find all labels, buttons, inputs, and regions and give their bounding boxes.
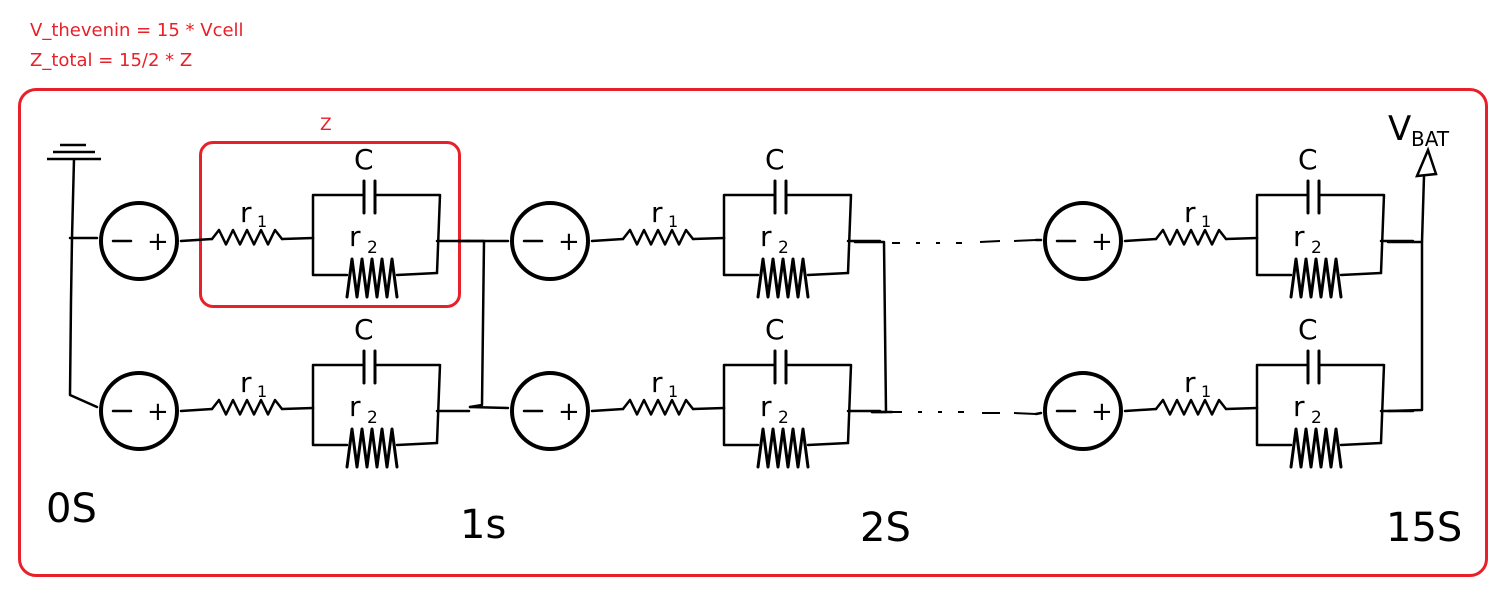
vbat-subscript: BAT <box>1411 127 1450 151</box>
capacitor-label: C <box>354 313 374 346</box>
vbat-output-arrow <box>1415 146 1438 243</box>
r1-subscript: 1 <box>1201 212 1211 231</box>
impedance-z-label: Z <box>320 115 332 135</box>
capacitor-label: C <box>765 313 785 346</box>
voltage-source-col3-bottom: + <box>1043 371 1123 451</box>
voltage-source-col2-top: + <box>510 201 590 281</box>
series-continuation-dots <box>892 239 1037 415</box>
r2-subscript: 2 <box>367 238 378 258</box>
r1-label: r <box>651 366 663 399</box>
wire <box>1034 411 1043 416</box>
stage-label-2s: 2S <box>860 505 911 551</box>
source-plus-sign: + <box>147 227 169 257</box>
r1-subscript: 1 <box>668 212 678 231</box>
r1-label: r <box>240 196 252 229</box>
voltage-source-col1-bottom: + <box>99 371 179 451</box>
wire <box>456 239 486 409</box>
voltage-source-col3-top: + <box>1043 201 1123 281</box>
r1-subscript: 1 <box>1201 382 1211 401</box>
r1-label: r <box>651 196 663 229</box>
r1-label: r <box>240 366 252 399</box>
r1-label: r <box>1184 196 1196 229</box>
capacitor-label: C <box>1298 313 1318 346</box>
r2-subscript: 2 <box>367 408 378 428</box>
wire <box>1386 240 1424 413</box>
source-plus-sign: + <box>558 227 580 257</box>
wire <box>468 405 510 410</box>
voltage-source-col1-top: + <box>99 201 179 281</box>
r2-label: r <box>349 220 361 253</box>
source-plus-sign: + <box>147 397 169 427</box>
z-total-note: Z_total = 15/2 * Z <box>30 50 193 71</box>
r1-subscript: 1 <box>668 382 678 401</box>
stage-label-15s: 15S <box>1386 505 1462 551</box>
r2-label: r <box>1293 220 1305 253</box>
vbat-label: V <box>1388 109 1411 149</box>
capacitor-label: C <box>354 143 374 176</box>
stage-label-1s: 1s <box>460 502 506 548</box>
r1-subscript: 1 <box>257 212 267 231</box>
battery-pack-outline <box>18 88 1488 577</box>
capacitor-label: C <box>765 143 785 176</box>
r2-subscript: 2 <box>1311 408 1322 428</box>
source-plus-sign: + <box>1091 397 1113 427</box>
capacitor-label: C <box>1298 143 1318 176</box>
r2-label: r <box>760 220 772 253</box>
r1-label: r <box>1184 366 1196 399</box>
r2-label: r <box>1293 390 1305 423</box>
r2-subscript: 2 <box>1311 238 1322 258</box>
voltage-source-col2-bottom: + <box>510 371 590 451</box>
r2-label: r <box>349 390 361 423</box>
ground-symbol <box>47 143 101 239</box>
v-thevenin-note: V_thevenin = 15 * Vcell <box>30 20 244 41</box>
r2-label: r <box>760 390 772 423</box>
stage-label-0s: 0S <box>46 486 97 532</box>
r2-subscript: 2 <box>778 408 789 428</box>
r2-subscript: 2 <box>778 238 789 258</box>
source-plus-sign: + <box>558 397 580 427</box>
wire <box>68 236 99 409</box>
r1-subscript: 1 <box>257 382 267 401</box>
source-plus-sign: + <box>1091 227 1113 257</box>
impedance-z-highlight <box>199 141 461 308</box>
wire <box>853 240 888 414</box>
